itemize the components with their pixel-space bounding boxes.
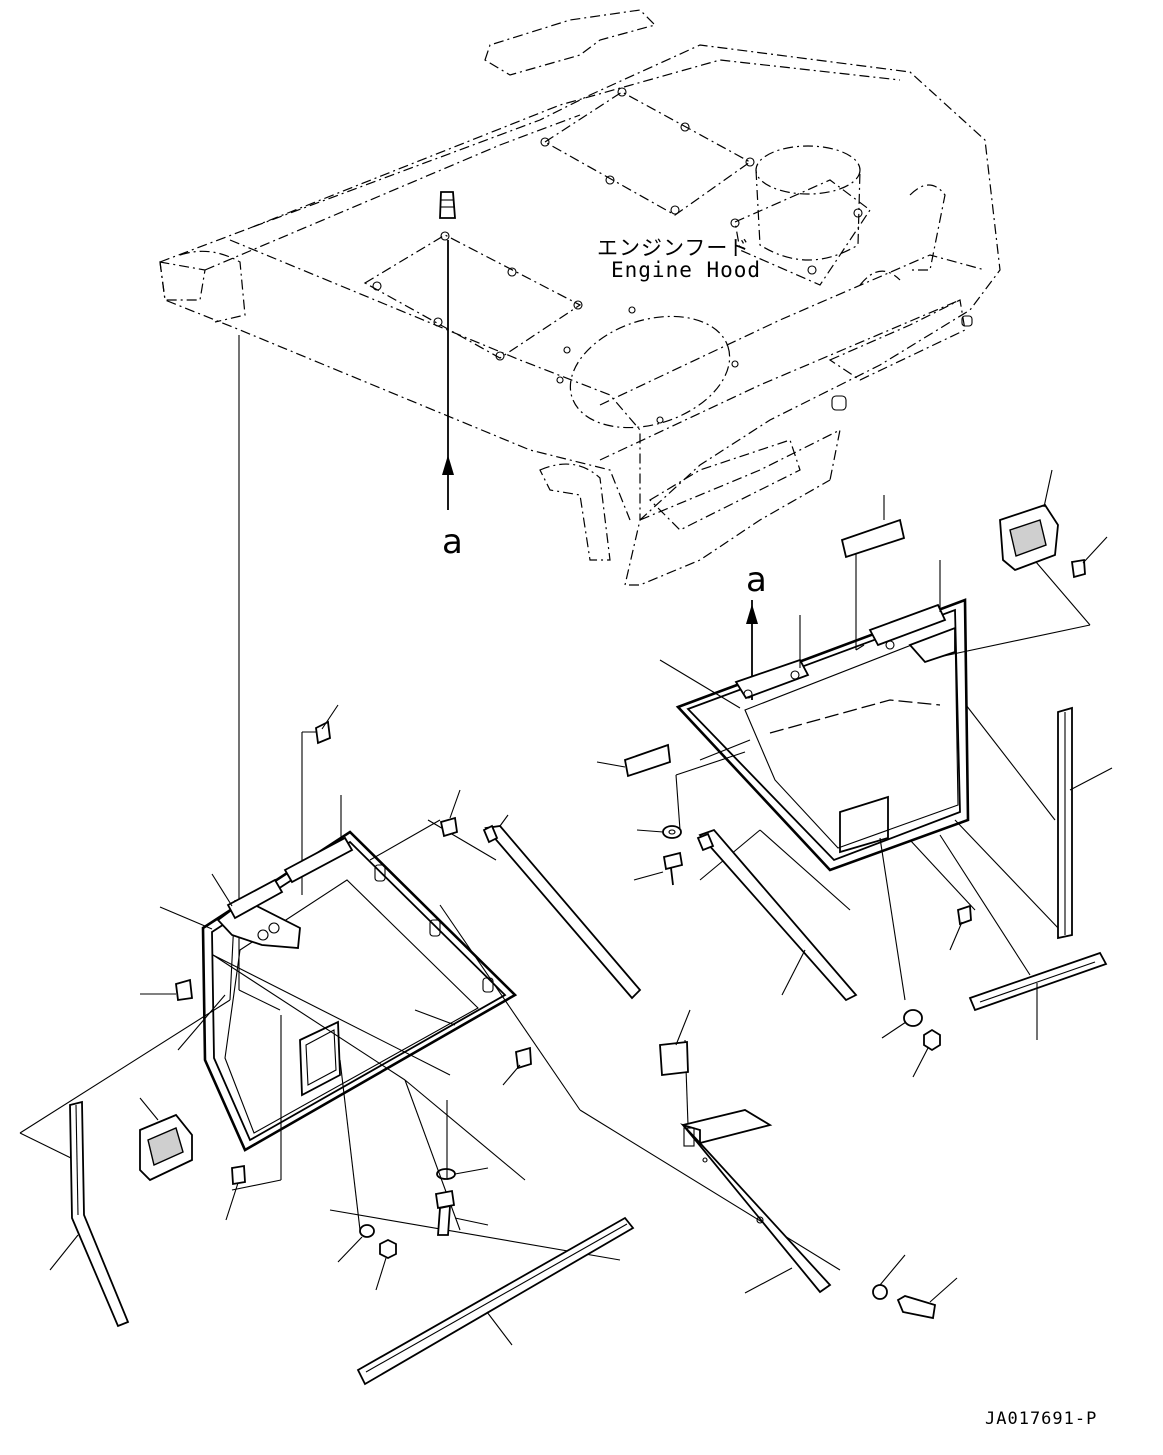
reference-marker-a-hood: a (442, 522, 463, 562)
hood-stud (439, 191, 456, 219)
latch-right (999, 469, 1059, 572)
clip-top-left (315, 704, 339, 745)
arrow-up-icon (442, 240, 454, 510)
washer-right-lower (881, 1009, 923, 1039)
pad-right (949, 904, 972, 951)
clip-left-cover (439, 789, 461, 838)
clip-left-side (140, 978, 193, 1002)
rubber-block-mid (596, 743, 671, 778)
washer-left (436, 1167, 489, 1180)
seal-strip-right-vertical (1057, 706, 1113, 940)
bolt-left (434, 1189, 489, 1236)
nut-left (375, 1238, 397, 1291)
washer-bracket (872, 1254, 906, 1300)
pad-left-latch (225, 1164, 246, 1221)
pad-right-latch (1070, 536, 1108, 579)
seal-strip-bottom (356, 1216, 635, 1386)
leader-lines (19, 335, 1091, 1271)
latch-left (139, 1097, 193, 1182)
right-cover (659, 560, 970, 872)
bolt-right (633, 851, 684, 886)
rubber-block-top (840, 495, 906, 559)
engine-hood-label-jp: エンジンフード (597, 236, 751, 260)
nut-right (912, 1028, 941, 1078)
seal-strip-right-cover (696, 828, 858, 1002)
reference-marker-a-cover: a (746, 560, 767, 600)
engine-hood-outline (159, 9, 1001, 586)
seal-strip-right-lower (968, 951, 1108, 1040)
pad-left (502, 1046, 532, 1086)
bolt-bracket (896, 1277, 958, 1320)
left-cover (159, 795, 518, 1152)
rubber-plate (659, 1009, 691, 1077)
bracket (680, 1109, 832, 1294)
seal-strip-left-bent (49, 1100, 130, 1328)
washer-right (636, 825, 682, 839)
drawing-number: JA017691-P (985, 1409, 1098, 1429)
seal-strip-left-cover (482, 814, 642, 1000)
engine-hood-label-en: Engine Hood (611, 258, 762, 282)
washer-left-lower (337, 1224, 375, 1263)
